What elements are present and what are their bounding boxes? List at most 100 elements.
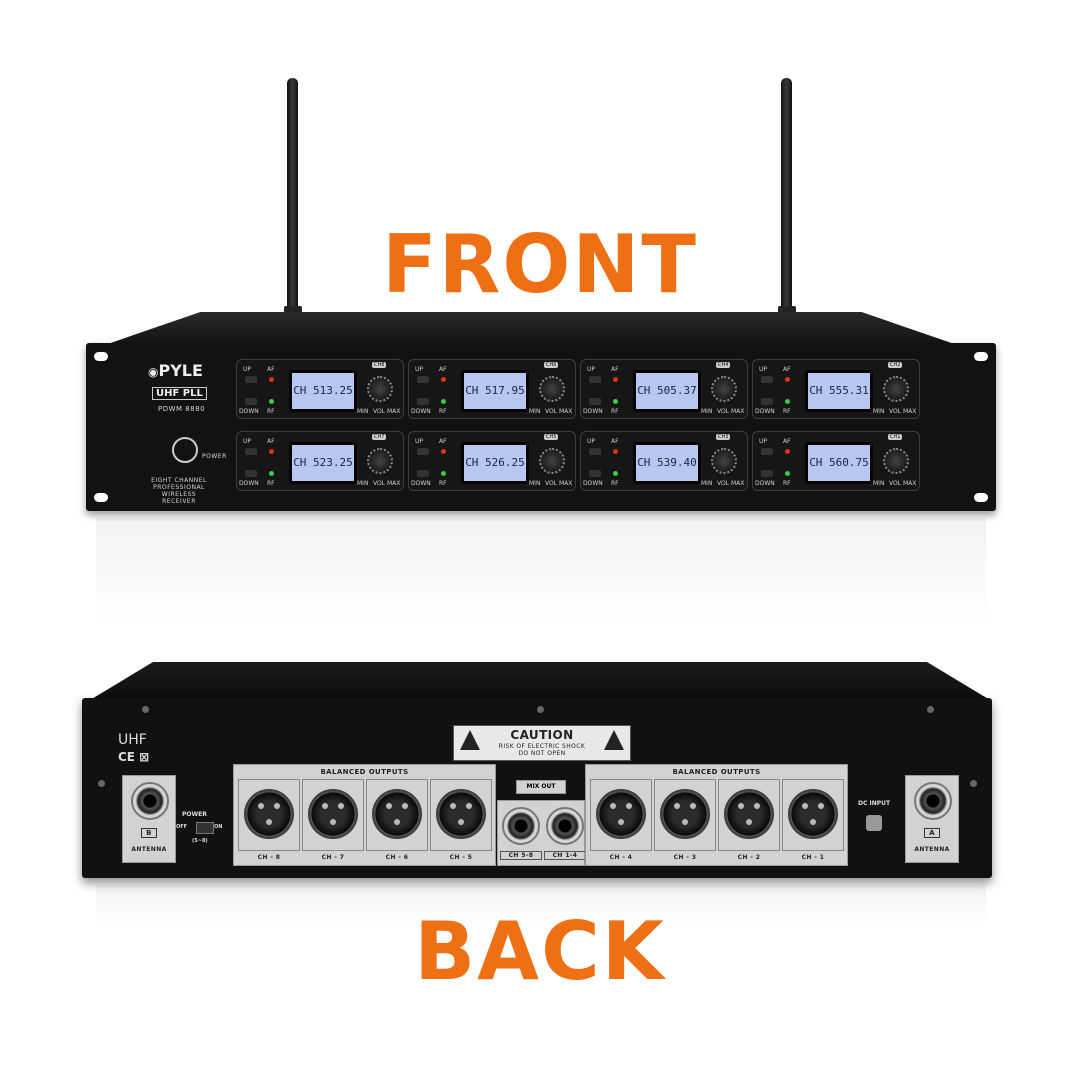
down-button[interactable] <box>417 470 429 477</box>
channel-tag: CH7 <box>372 434 387 440</box>
min-label: MIN <box>873 408 885 415</box>
xlr-pin <box>322 803 328 809</box>
down-button[interactable] <box>245 398 257 405</box>
up-button[interactable] <box>761 376 773 383</box>
volume-knob[interactable] <box>883 376 909 402</box>
min-label: MIN <box>701 480 713 487</box>
power-button[interactable] <box>172 437 198 463</box>
lcd-display: CH 505.37 <box>633 370 701 412</box>
mix-out-jack[interactable] <box>502 807 540 845</box>
max-label: MAX <box>731 480 745 487</box>
dc-input-jack[interactable] <box>866 815 882 831</box>
power-label: POWER <box>202 453 227 460</box>
up-label: UP <box>759 366 768 373</box>
mix-out-label: MIX OUT <box>516 780 566 794</box>
screw <box>537 706 544 713</box>
output-cell <box>718 779 780 851</box>
xlr-pin <box>394 819 400 825</box>
output-channel-label: CH - 2 <box>737 854 761 861</box>
screw <box>927 706 934 713</box>
back-heading: BACK <box>414 905 666 998</box>
up-label: UP <box>415 438 424 445</box>
output-cell <box>782 779 844 851</box>
af-label: AF <box>439 438 447 445</box>
volume-knob[interactable] <box>539 376 565 402</box>
xlr-output-jack[interactable] <box>724 789 774 839</box>
xlr-output-jack[interactable] <box>660 789 710 839</box>
down-button[interactable] <box>761 470 773 477</box>
af-led <box>441 377 446 382</box>
output-channel-label: CH - 1 <box>801 854 825 861</box>
lcd-display: CH 513.25 <box>289 370 357 412</box>
down-label: DOWN <box>583 408 603 415</box>
channel-tag: CH4 <box>716 362 731 368</box>
xlr-output-jack[interactable] <box>788 789 838 839</box>
caution-title: CAUTION <box>510 728 574 742</box>
down-label: DOWN <box>755 408 775 415</box>
xlr-pin <box>802 803 808 809</box>
volume-knob[interactable] <box>711 376 737 402</box>
power-switch[interactable] <box>196 822 214 834</box>
xlr-output-jack[interactable] <box>372 789 422 839</box>
mix-out-channel-label: CH 1-4 <box>544 851 586 860</box>
up-button[interactable] <box>417 448 429 455</box>
max-label: MAX <box>559 480 573 487</box>
output-channel-label: CH - 8 <box>257 854 281 861</box>
xlr-output-jack[interactable] <box>436 789 486 839</box>
xlr-output-jack[interactable] <box>596 789 646 839</box>
output-cell <box>430 779 492 851</box>
power-off-label: OFF <box>176 824 188 830</box>
up-label: UP <box>759 438 768 445</box>
up-button[interactable] <box>761 448 773 455</box>
volume-knob[interactable] <box>711 448 737 474</box>
xlr-pin <box>810 819 816 825</box>
antenna-a-connector[interactable] <box>914 782 952 820</box>
rf-label: RF <box>439 408 447 415</box>
down-button[interactable] <box>589 470 601 477</box>
vol-label: VOL <box>717 480 730 487</box>
left-antenna <box>287 78 298 318</box>
down-button[interactable] <box>245 470 257 477</box>
model-number: PDWM 8880 <box>158 405 206 413</box>
antenna-b-connector[interactable] <box>131 782 169 820</box>
af-label: AF <box>267 366 275 373</box>
down-button[interactable] <box>589 398 601 405</box>
description: EIGHT CHANNEL PROFESSIONAL WIRELESS RECE… <box>151 477 207 505</box>
volume-knob[interactable] <box>367 376 393 402</box>
channel-tag: CH5 <box>544 434 559 440</box>
xlr-pin <box>450 803 456 809</box>
warning-triangle-icon <box>604 730 624 750</box>
power-range-label: (5~8) <box>192 838 208 844</box>
dc-input-label: DC INPUT <box>858 800 891 807</box>
volume-knob[interactable] <box>883 448 909 474</box>
af-led <box>613 449 618 454</box>
down-button[interactable] <box>761 398 773 405</box>
down-button[interactable] <box>417 398 429 405</box>
up-button[interactable] <box>589 376 601 383</box>
xlr-pin <box>258 803 264 809</box>
lcd-display: CH 539.40 <box>633 442 701 484</box>
rf-label: RF <box>439 480 447 487</box>
up-button[interactable] <box>245 376 257 383</box>
screw <box>98 780 105 787</box>
antenna-b-letter: B <box>141 828 157 838</box>
mix-out-jack[interactable] <box>546 807 584 845</box>
up-button[interactable] <box>417 376 429 383</box>
xlr-output-jack[interactable] <box>244 789 294 839</box>
volume-knob[interactable] <box>367 448 393 474</box>
xlr-pin <box>682 819 688 825</box>
volume-knob[interactable] <box>539 448 565 474</box>
af-label: AF <box>611 366 619 373</box>
up-button[interactable] <box>245 448 257 455</box>
min-label: MIN <box>873 480 885 487</box>
rf-led <box>441 399 446 404</box>
up-button[interactable] <box>589 448 601 455</box>
back-unit-top <box>90 662 990 700</box>
caution-sub1: RISK OF ELECTRIC SHOCK <box>498 743 586 750</box>
xlr-output-jack[interactable] <box>308 789 358 839</box>
xlr-pin <box>738 803 744 809</box>
output-cell <box>654 779 716 851</box>
vol-label: VOL <box>373 408 386 415</box>
